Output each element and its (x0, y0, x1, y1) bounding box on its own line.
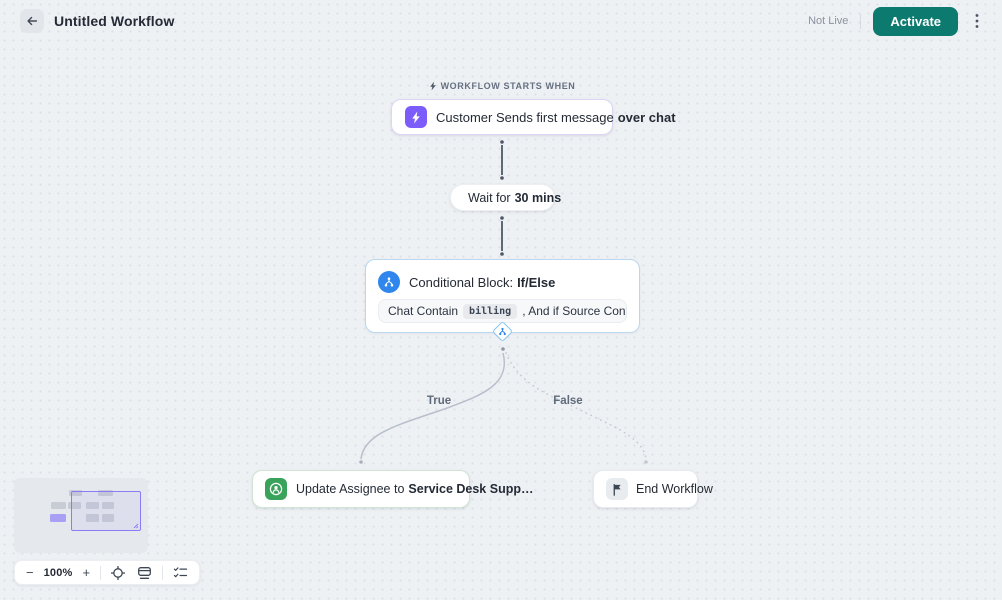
branch-icon (378, 271, 400, 293)
minimap-node (86, 502, 99, 509)
checklist-icon (173, 567, 188, 578)
canvas-controls: − 100% + (14, 560, 201, 585)
minimap-node (102, 514, 114, 522)
assignee-node-label: Update Assignee to Service Desk Supp… (296, 482, 534, 496)
minimap-node-highlight (50, 514, 66, 522)
wait-node[interactable]: Wait for 30 mins (450, 184, 561, 211)
conditional-node[interactable]: Conditional Block: If/Else Chat Contain … (365, 259, 640, 333)
minimap-node (98, 490, 113, 496)
minimap[interactable] (14, 478, 148, 553)
zoom-out-button[interactable]: − (26, 565, 34, 580)
minimap-node (102, 502, 114, 509)
conditional-title: Conditional Block: If/Else (409, 274, 556, 290)
true-branch-label: True (426, 395, 452, 407)
zoom-level: 100% (43, 566, 73, 579)
flag-icon (606, 478, 628, 500)
trigger-node-label: Customer Sends first message over chat (436, 109, 676, 125)
workflow-title[interactable]: Untitled Workflow (54, 13, 175, 29)
conditional-header: Conditional Block: If/Else (378, 271, 627, 293)
trigger-node[interactable]: Customer Sends first message over chat (391, 99, 676, 135)
more-options-button[interactable] (970, 9, 984, 33)
topbar-divider (860, 13, 862, 29)
starts-when-label: WORKFLOW STARTS WHEN (391, 81, 613, 91)
minimap-node (51, 502, 66, 509)
top-bar: Untitled Workflow Not Live Activate (0, 0, 1002, 42)
back-button[interactable] (20, 9, 44, 33)
minimap-node (86, 514, 99, 522)
end-workflow-node[interactable]: End Workflow (593, 470, 713, 508)
end-node-label: End Workflow (636, 482, 713, 496)
mini-branch-icon (499, 327, 506, 336)
arrow-left-icon (27, 16, 38, 26)
locate-button[interactable] (109, 564, 127, 582)
minimap-viewport[interactable] (71, 491, 141, 531)
trigger-lightning-icon (405, 106, 427, 128)
assignee-icon (265, 478, 287, 500)
lightning-icon (429, 81, 436, 91)
controls-divider (162, 565, 164, 580)
kebab-menu-icon (975, 14, 979, 28)
branch-split-handle[interactable] (491, 320, 514, 343)
minimap-node (68, 502, 81, 509)
live-status-badge: Not Live (808, 15, 849, 27)
activate-button[interactable]: Activate (873, 6, 958, 36)
checklist-button[interactable] (171, 564, 190, 581)
update-assignee-node[interactable]: Update Assignee to Service Desk Supp… (252, 470, 533, 508)
zoom-in-button[interactable]: + (82, 565, 91, 580)
wait-node-label: Wait for 30 mins (468, 190, 562, 205)
fit-view-icon (138, 566, 152, 579)
fit-view-button[interactable] (135, 564, 154, 582)
false-branch-label: False (553, 395, 583, 407)
crosshair-icon (111, 565, 126, 580)
controls-divider (100, 565, 102, 580)
minimap-node (69, 490, 82, 496)
condition-summary: Chat Contain billing , And if Source Con… (378, 299, 627, 323)
condition-value-chip: billing (463, 303, 518, 319)
resize-handle-icon[interactable] (133, 523, 139, 529)
